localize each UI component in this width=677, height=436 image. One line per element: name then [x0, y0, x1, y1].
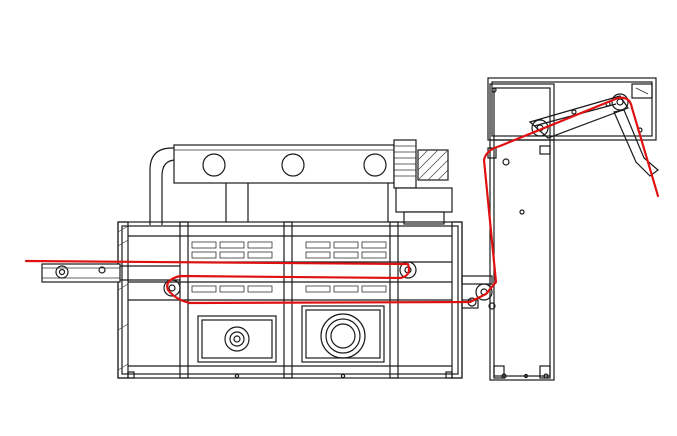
web-path: [24, 96, 660, 305]
housing-port-3: [363, 153, 387, 177]
gear-motor: [393, 139, 453, 225]
slats-right: [305, 241, 387, 293]
tension-tower: [487, 77, 657, 381]
top-roller-housing: [149, 144, 395, 225]
slats-left: [191, 241, 273, 293]
housing-port-1: [202, 153, 226, 177]
dancer-arm: [528, 93, 659, 177]
housing-port-2: [281, 153, 305, 177]
idler-rollers: [163, 261, 496, 310]
main-frame: [117, 221, 463, 379]
gear-motor-hatching: [417, 149, 449, 181]
unwind-conveyor: [41, 263, 180, 283]
web-path-line: [24, 96, 660, 305]
lower-motor-housings: [197, 305, 385, 363]
